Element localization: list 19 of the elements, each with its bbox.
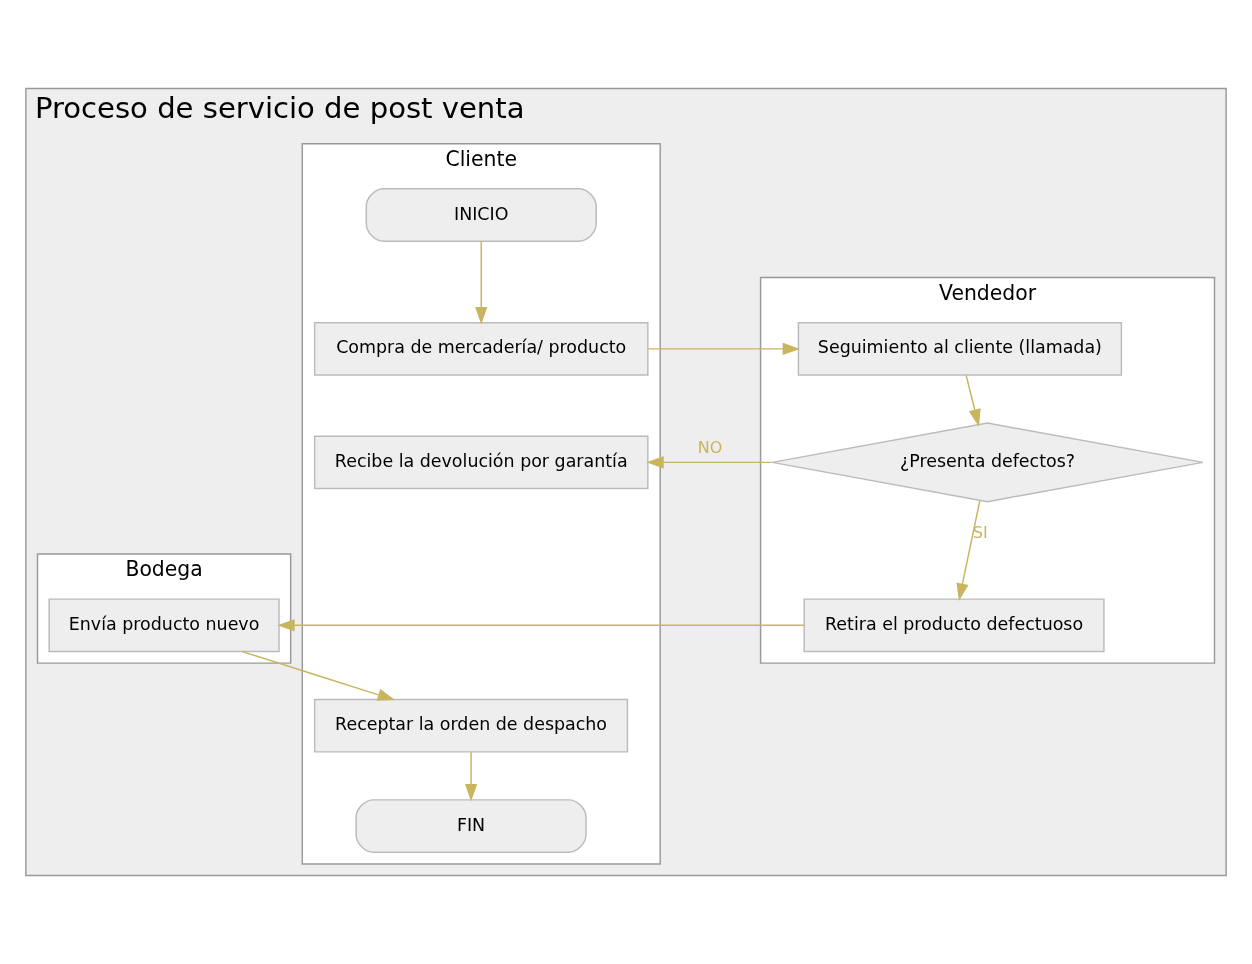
node-box: Retira el producto defectuoso xyxy=(803,598,1105,653)
node-box: Receptar la orden de despacho xyxy=(313,698,629,753)
node-box: Seguimiento al cliente (llamada) xyxy=(797,321,1123,376)
edge-label: SI xyxy=(972,522,988,542)
node-box: Compra de mercadería/ producto xyxy=(313,321,649,376)
arrow xyxy=(965,374,981,427)
node-box: Envía producto nuevo xyxy=(48,598,280,653)
arrow xyxy=(647,342,801,355)
arrow xyxy=(464,751,478,802)
node-box: FIN xyxy=(355,799,587,853)
arrow xyxy=(475,241,488,325)
edge-label: NO xyxy=(697,438,723,458)
node-box: Recibe la devolución por garantía xyxy=(313,435,649,490)
arrow xyxy=(646,456,773,469)
node-diamond: ¿Presenta defectos? xyxy=(771,422,1204,503)
node-box: INICIO xyxy=(365,188,597,242)
arrow xyxy=(241,650,396,701)
arrow xyxy=(277,619,805,632)
arrow xyxy=(956,499,981,601)
